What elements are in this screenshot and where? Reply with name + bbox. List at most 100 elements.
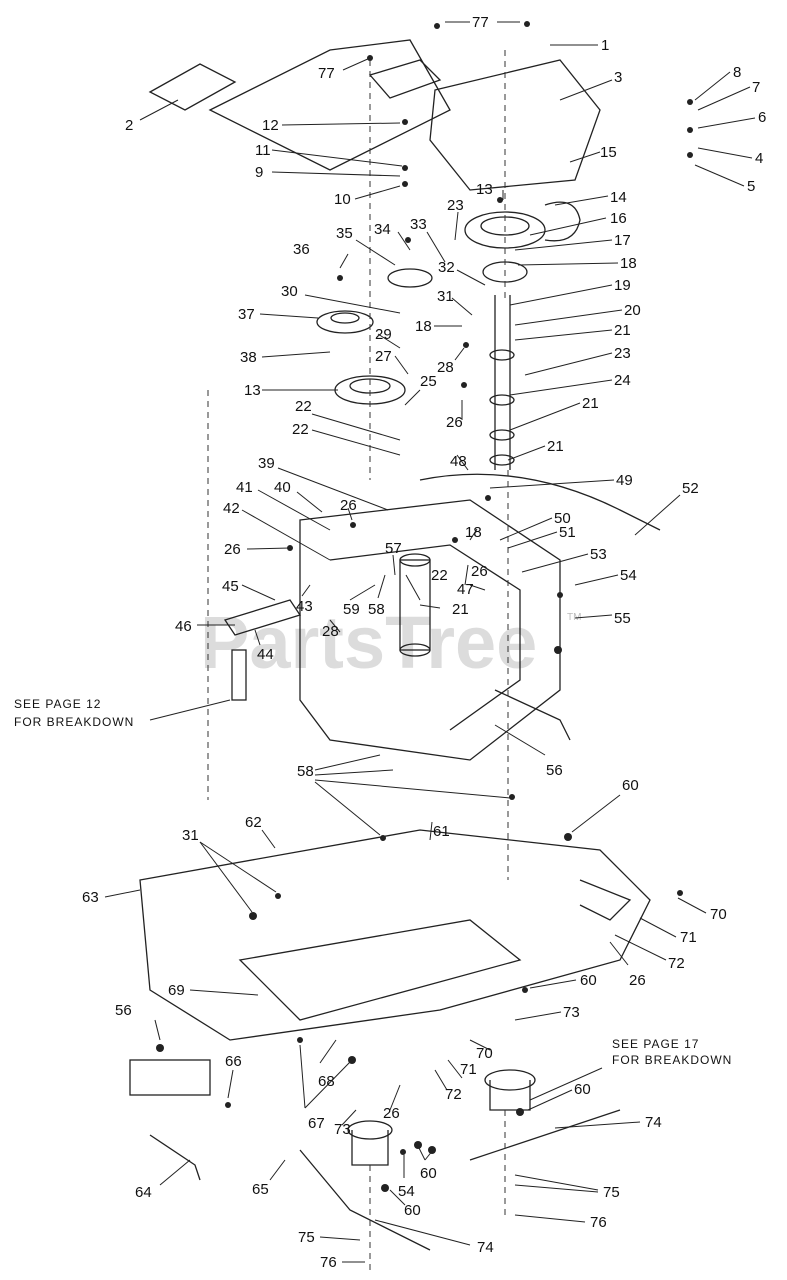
callout-label: 8: [733, 64, 741, 81]
callout-label: 70: [710, 906, 727, 923]
callout-label: 38: [240, 349, 257, 366]
callout-label: 73: [334, 1121, 351, 1138]
callout-label: 58: [368, 601, 385, 618]
callout-label: 54: [398, 1183, 415, 1200]
callout-label: 3: [614, 69, 622, 86]
callout-label: 77: [472, 14, 489, 31]
callout-label: 65: [252, 1181, 269, 1198]
see-page-12-note-line1: SEE PAGE 12: [14, 697, 101, 711]
callout-label: 21: [452, 601, 469, 618]
callout-label: 43: [296, 598, 313, 615]
callout-label: 56: [115, 1002, 132, 1019]
callout-label: 60: [622, 777, 639, 794]
callout-label: 64: [135, 1184, 152, 1201]
callout-label: 71: [680, 929, 697, 946]
callout-label: 47: [457, 581, 474, 598]
callout-label: 37: [238, 306, 255, 323]
callout-label: 14: [610, 189, 627, 206]
trademark-text: TM: [567, 612, 581, 623]
callout-label: 13: [244, 382, 261, 399]
callout-label: 40: [274, 479, 291, 496]
callout-label: 45: [222, 578, 239, 595]
callout-label: 77: [318, 65, 335, 82]
callout-label: 28: [437, 359, 454, 376]
callout-label: 59: [343, 601, 360, 618]
callout-label: 4: [755, 150, 763, 167]
callout-label: 62: [245, 814, 262, 831]
callout-label: 72: [668, 955, 685, 972]
callout-label: 75: [603, 1184, 620, 1201]
callout-label: 58: [297, 763, 314, 780]
callout-label: 61: [433, 823, 450, 840]
callout-label: 22: [431, 567, 448, 584]
callout-label: 27: [375, 348, 392, 365]
callout-label: 49: [616, 472, 633, 489]
leader-lines: [104, 21, 756, 1263]
callout-label: 5: [747, 178, 755, 195]
callout-label: 68: [318, 1073, 335, 1090]
callout-label: 39: [258, 455, 275, 472]
callout-label: 52: [682, 480, 699, 497]
callout-label: 34: [374, 221, 391, 238]
callout-label: 53: [590, 546, 607, 563]
callout-label: 26: [383, 1105, 400, 1122]
callout-label: 23: [614, 345, 631, 362]
callout-label: 29: [375, 326, 392, 343]
callout-label: 26: [629, 972, 646, 989]
callout-label: 17: [614, 232, 631, 249]
callout-label: 54: [620, 567, 637, 584]
parts-artwork: [129, 21, 693, 1270]
callout-label: 66: [225, 1053, 242, 1070]
callout-label: 2: [125, 117, 133, 134]
callout-labels: 77 77 1 3 8 7 6 4 5 2 12 11 9 10 15 14 1…: [82, 14, 766, 1271]
callout-label: 18: [620, 255, 637, 272]
callout-label: 51: [559, 524, 576, 541]
callout-label: 9: [255, 164, 263, 181]
callout-label: 18: [415, 318, 432, 335]
callout-label: 28: [322, 623, 339, 640]
callout-label: 67: [308, 1115, 325, 1132]
callout-label: 26: [340, 497, 357, 514]
callout-label: 32: [438, 259, 455, 276]
callout-label: 44: [257, 646, 274, 663]
see-page-17-note-line1: SEE PAGE 17: [612, 1037, 699, 1051]
callout-label: 69: [168, 982, 185, 999]
callout-label: 33: [410, 216, 427, 233]
callout-label: 76: [590, 1214, 607, 1231]
callout-label: 10: [334, 191, 351, 208]
callout-label: 74: [477, 1239, 494, 1256]
callout-label: 6: [758, 109, 766, 126]
callout-label: 60: [404, 1202, 421, 1219]
callout-label: 15: [600, 144, 617, 161]
callout-label: 31: [437, 288, 454, 305]
callout-label: 70: [476, 1045, 493, 1062]
callout-label: 18: [465, 524, 482, 541]
callout-label: 42: [223, 500, 240, 517]
callout-label: 75: [298, 1229, 315, 1246]
callout-label: 20: [624, 302, 641, 319]
callout-label: 7: [752, 79, 760, 96]
callout-label: 41: [236, 479, 253, 496]
callout-label: 13: [476, 181, 493, 198]
callout-label: 56: [546, 762, 563, 779]
callout-label: 76: [320, 1254, 337, 1271]
see-page-12-note-line2: FOR BREAKDOWN: [14, 715, 134, 729]
callout-label: 31: [182, 827, 199, 844]
callout-label: 16: [610, 210, 627, 227]
callout-label: 24: [614, 372, 631, 389]
callout-label: 36: [293, 241, 310, 258]
callout-label: 26: [471, 563, 488, 580]
callout-label: 21: [614, 322, 631, 339]
callout-label: 26: [446, 414, 463, 431]
callout-label: 30: [281, 283, 298, 300]
callout-label: 55: [614, 610, 631, 627]
callout-label: 60: [420, 1165, 437, 1182]
callout-label: 23: [447, 197, 464, 214]
callout-label: 60: [580, 972, 597, 989]
watermark-text: PartsTree: [200, 601, 537, 684]
callout-label: 21: [582, 395, 599, 412]
callout-label: 11: [255, 142, 271, 159]
callout-label: 21: [547, 438, 564, 455]
callout-label: 12: [262, 117, 279, 134]
callout-label: 26: [224, 541, 241, 558]
